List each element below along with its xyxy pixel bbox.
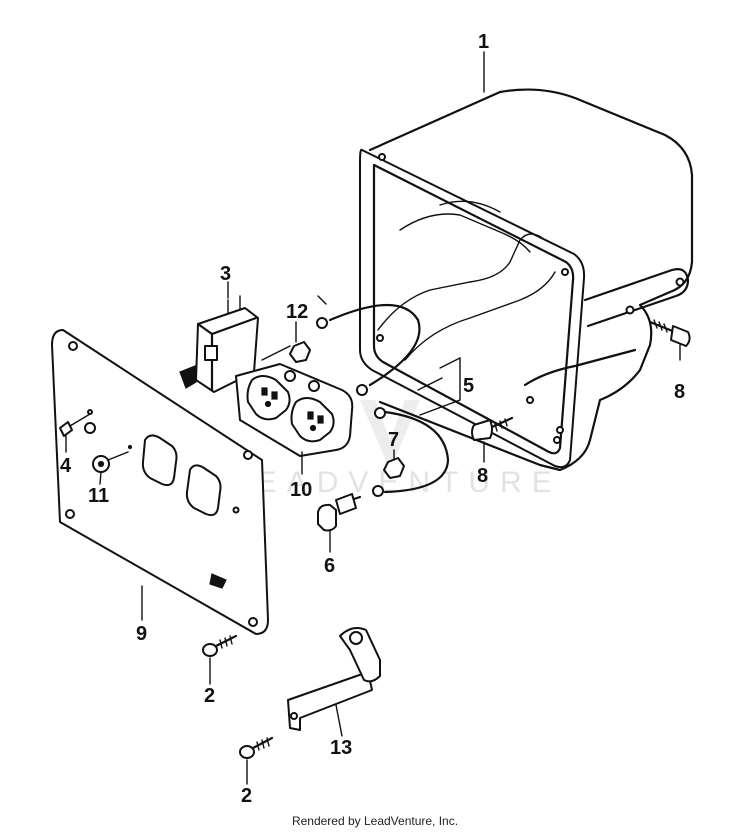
screw-washer xyxy=(92,444,133,473)
mounting-bracket xyxy=(287,627,381,731)
lock-nut xyxy=(383,457,405,479)
label-part-6: 6 xyxy=(324,555,335,577)
duplex-receptacle xyxy=(235,363,354,457)
label-part-7: 7 xyxy=(388,429,399,451)
label-part-12: 12 xyxy=(286,301,308,323)
label-part-4: 4 xyxy=(60,455,72,477)
label-part-11: 11 xyxy=(88,485,109,507)
label-part-10: 10 xyxy=(290,479,312,501)
tapping-screw-upper xyxy=(202,634,238,657)
ground-wire-lower xyxy=(372,407,450,497)
hex-nut xyxy=(261,341,311,363)
control-box-housing xyxy=(359,88,694,472)
label-part-2-upper: 2 xyxy=(204,685,215,707)
leader-lines xyxy=(65,51,681,785)
screw-small xyxy=(59,409,96,437)
ground-wire-upper xyxy=(316,304,421,396)
render-credit: Rendered by LeadVenture, Inc. xyxy=(291,814,459,828)
panel-plate xyxy=(51,329,269,635)
label-part-5: 5 xyxy=(463,375,474,397)
bolt-lower xyxy=(471,416,514,441)
label-part-2-lower: 2 xyxy=(241,785,252,807)
tapping-screw-lower xyxy=(239,736,274,759)
label-part-8-lower: 8 xyxy=(477,465,488,487)
label-part-3: 3 xyxy=(220,263,231,285)
toggle-switch xyxy=(179,295,259,393)
bolt-upper xyxy=(648,319,691,347)
label-part-8-upper: 8 xyxy=(674,381,685,403)
label-part-13: 13 xyxy=(330,737,352,759)
label-part-9: 9 xyxy=(136,623,147,645)
label-part-1: 1 xyxy=(478,31,489,53)
terminal-stud xyxy=(317,493,362,532)
